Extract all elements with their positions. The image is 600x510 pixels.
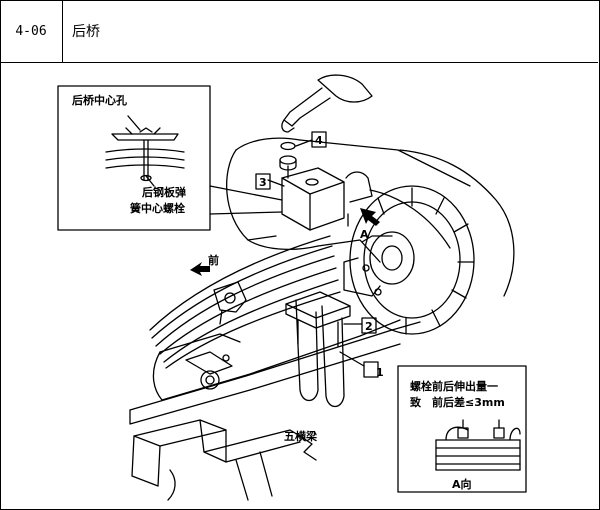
view-a-arrow-icon	[360, 208, 380, 226]
inset-caption: A向	[452, 477, 472, 491]
part-number-boxes	[255, 131, 379, 378]
inset-note-line1: 螺栓前后伸出量一	[410, 379, 498, 393]
spring-seat	[281, 167, 373, 231]
crossbeam-label: 五横梁	[284, 429, 318, 443]
part-number-2: 2	[365, 320, 373, 333]
frame-rail	[129, 319, 421, 425]
differential-housing	[343, 185, 475, 335]
crossbeam	[131, 419, 317, 501]
wrench-illustration	[281, 74, 373, 133]
callout-detail-spring	[105, 115, 185, 187]
front-label: 前	[208, 253, 219, 267]
bolt-label-line2: 簧中心螺栓	[130, 201, 185, 215]
inset-note-line2: 致 前后差≤3mm	[410, 395, 505, 409]
washer-stack	[279, 141, 297, 179]
u-bolt-pair	[285, 291, 351, 408]
inset-box	[397, 365, 527, 493]
part-number-3: 3	[259, 176, 267, 189]
section-title: 后桥	[72, 24, 100, 40]
hole-label: 后桥中心孔	[72, 93, 127, 107]
view-a-label: A	[360, 228, 369, 241]
spring-hanger	[213, 281, 247, 325]
front-arrow-icon	[190, 262, 210, 276]
bolt-label-line1: 后钢板弹	[142, 185, 186, 199]
section-code: 4-06	[0, 0, 63, 62]
callout-box	[57, 85, 283, 231]
leaf-spring	[149, 235, 341, 369]
header-row: 4-06 后桥	[0, 0, 598, 63]
part-number-1: 1	[376, 366, 384, 379]
part-leaders	[267, 139, 365, 367]
part-number-4: 4	[315, 134, 323, 147]
axle-housing	[226, 137, 515, 297]
inset-spring-view	[435, 419, 521, 471]
